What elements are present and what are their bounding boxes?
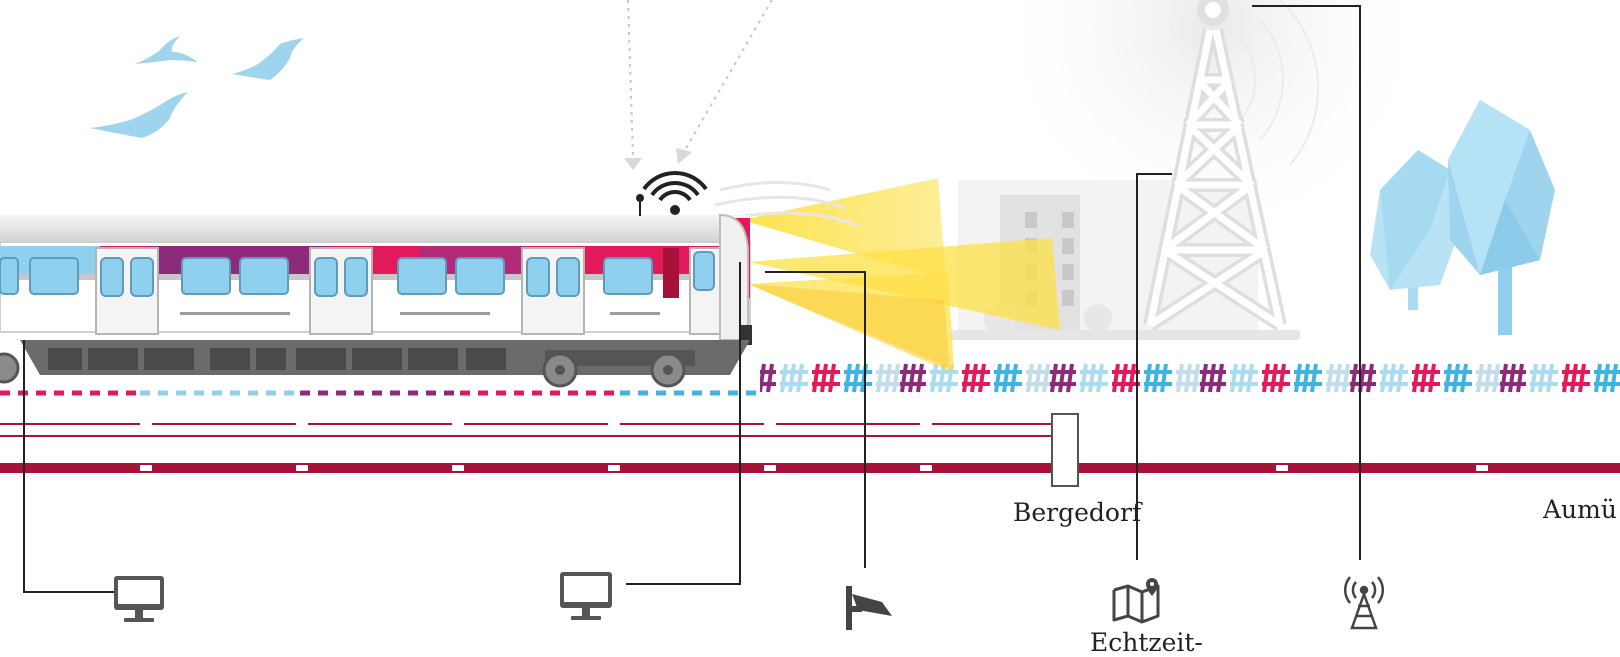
station-label-aumuehle: Aumü bbox=[1543, 495, 1617, 524]
arrow-down-icon bbox=[624, 158, 642, 170]
bird-icon bbox=[232, 38, 304, 80]
headlight-beams bbox=[742, 178, 1060, 372]
birds bbox=[90, 36, 304, 138]
train-bogie bbox=[542, 350, 695, 388]
rail-tracks bbox=[0, 422, 1620, 473]
radio-tower-icon bbox=[1343, 576, 1385, 630]
cctv-camera-icon bbox=[846, 586, 892, 630]
station-marker-bergedorf bbox=[1051, 413, 1079, 487]
trees bbox=[1370, 100, 1555, 335]
wifi-icon bbox=[642, 171, 708, 202]
map-pin-icon bbox=[1112, 578, 1160, 624]
radio-wave-rings bbox=[1239, 0, 1320, 166]
satellite-signal-lines bbox=[627, 0, 773, 159]
train bbox=[0, 171, 752, 388]
feature-label-realtime-map: Echtzeit- bbox=[1090, 628, 1203, 657]
bird-icon bbox=[135, 36, 198, 64]
connector-lines bbox=[23, 5, 1361, 593]
bird-icon bbox=[90, 92, 188, 138]
station-label-bergedorf: Bergedorf bbox=[1013, 498, 1142, 527]
hashtag-band bbox=[760, 362, 1620, 398]
monitor-icon bbox=[560, 572, 612, 620]
monitor-icon bbox=[114, 576, 164, 622]
arrow-down-icon bbox=[676, 148, 692, 164]
